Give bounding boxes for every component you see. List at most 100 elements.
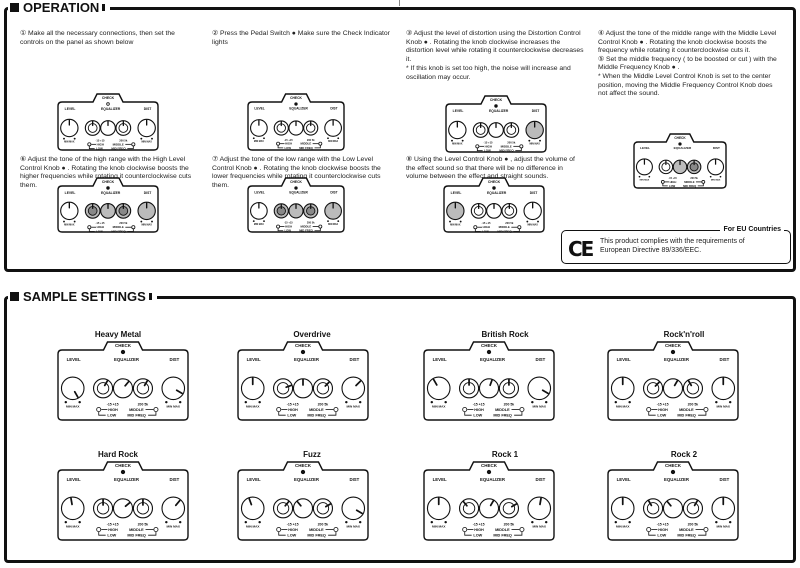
max-dot <box>544 520 548 524</box>
sample-name-rock-n-roll: Rock'n'roll <box>663 330 705 339</box>
dist-label: DIST <box>719 477 729 482</box>
eq-range-label: -15 +15 <box>483 140 493 144</box>
min-max-label: MIN MAX <box>66 524 80 528</box>
equalizer-label: EQUALIZER <box>664 357 690 362</box>
bracket-node <box>318 141 323 146</box>
min-max-label: MIN MAX <box>527 224 538 227</box>
check-label: CHECK <box>674 136 686 140</box>
equalizer-label: EQUALIZER <box>101 107 121 111</box>
bracket-node <box>333 527 339 533</box>
middle-label: MIDDLE <box>129 408 144 412</box>
level-label: LEVEL <box>247 477 261 482</box>
mid-freq-label: MID FREQ <box>111 147 126 151</box>
level-knob <box>610 376 635 401</box>
bracket-node <box>519 407 525 413</box>
level-knob <box>240 376 265 401</box>
eq-range-label: -15 +15 <box>657 403 669 407</box>
level-knob <box>426 376 451 401</box>
level-knob <box>635 158 653 176</box>
bracket-node <box>473 225 478 230</box>
eq-range-label: -15 +15 <box>95 221 105 225</box>
middle-label: MIDDLE <box>684 180 695 184</box>
max-dot <box>258 400 261 404</box>
level-label: LEVEL <box>433 477 447 482</box>
dist-label: DIST <box>144 191 152 195</box>
min-dot <box>252 137 255 140</box>
middle-label: MIDDLE <box>113 142 124 146</box>
min-dot <box>64 400 68 404</box>
page-fold-line <box>399 0 400 6</box>
check-indicator-light <box>120 469 126 475</box>
low-knob <box>292 498 314 519</box>
knob-pointer <box>175 389 183 395</box>
mid-freq-label: MID FREQ <box>493 533 512 537</box>
dist-label: DIST <box>532 109 540 113</box>
bracket-node <box>96 407 102 413</box>
bracket-line <box>515 148 522 152</box>
max-dot <box>444 520 447 524</box>
dist-knob <box>341 376 366 401</box>
check-label: CHECK <box>290 180 302 184</box>
low-knob <box>672 159 688 175</box>
level-label: LEVEL <box>433 357 447 362</box>
level-label: LEVEL <box>65 191 76 195</box>
equalizer-label: EQUALIZER <box>674 146 692 150</box>
middle-label: MIDDLE <box>499 225 510 229</box>
bracket-line <box>98 531 106 536</box>
middle-knob-inner <box>686 502 700 515</box>
knob-pointer <box>510 503 518 508</box>
equalizer-label: EQUALIZER <box>664 477 690 482</box>
max-dot <box>628 400 631 404</box>
bracket-line <box>662 183 668 187</box>
min-dot <box>531 520 534 524</box>
step-7: ⑦ Adjust the tone of the low range with … <box>212 156 392 190</box>
high-label: HIGH <box>97 225 104 229</box>
sample-name-rock-1: Rock 1 <box>491 450 519 459</box>
check-indicator-light <box>106 186 110 190</box>
bracket-line <box>513 228 520 232</box>
low-knob <box>662 498 684 519</box>
bracket-node <box>703 407 709 413</box>
check-indicator-light <box>294 186 298 190</box>
max-dot <box>358 520 362 524</box>
dist-knob <box>161 376 186 401</box>
low-knob <box>486 202 502 219</box>
high-knob-inner <box>646 502 660 515</box>
eq-range-label: -15 +15 <box>473 523 485 527</box>
min-max-label: MIN MAX <box>640 178 650 181</box>
bracket-line <box>314 145 321 149</box>
step-text: Make all the necessary connections, then… <box>20 30 175 46</box>
low-knob <box>662 378 684 399</box>
knob-pointer <box>103 380 109 387</box>
min-dot <box>165 520 168 524</box>
step-number: ⑥ <box>20 156 27 163</box>
high-knob-inner <box>96 382 110 395</box>
mid-freq-label: MID FREQ <box>111 230 126 234</box>
level-label: LEVEL <box>254 191 264 195</box>
high-label: HIGH <box>670 180 677 184</box>
min-max-label: MIN MAX <box>328 223 338 226</box>
dist-knob <box>324 202 342 220</box>
eu-line-2: European Directive 89/336/EEC. <box>600 247 702 254</box>
mid-freq-label: MID FREQ <box>497 230 512 234</box>
freq-range-label: 200 5k <box>504 403 515 407</box>
equalizer-label: EQUALIZER <box>487 191 507 195</box>
knob-pointer <box>462 500 468 507</box>
min-dot <box>614 400 618 404</box>
knob-pointer <box>693 500 699 507</box>
eu-text: This product complies with the requireme… <box>600 237 745 255</box>
high-label: HIGH <box>288 528 298 532</box>
high-knob-inner <box>276 382 290 395</box>
low-label: LOW <box>107 413 116 417</box>
min-dot <box>140 220 143 223</box>
freq-range-label: 200 5k <box>138 403 149 407</box>
knob-pointer <box>666 500 672 507</box>
high-label: HIGH <box>658 528 668 532</box>
middle-label: MIDDLE <box>495 528 510 532</box>
